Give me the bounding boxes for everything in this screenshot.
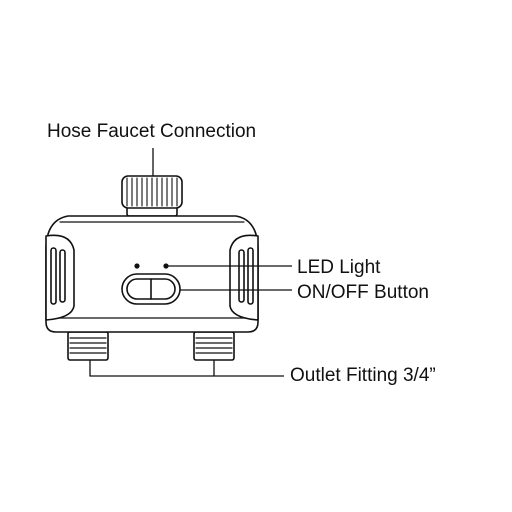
on-off-button-label: ON/OFF Button xyxy=(297,282,429,303)
left-side-grip xyxy=(45,234,75,321)
hose-faucet-connection-label: Hose Faucet Connection xyxy=(47,121,257,142)
right-side-grip xyxy=(229,234,259,321)
on-off-button[interactable] xyxy=(121,273,181,305)
right-outlet-fitting xyxy=(193,331,235,361)
led-indicator-left xyxy=(134,263,140,269)
outlet-fitting-label: Outlet Fitting 3/4” xyxy=(290,365,436,386)
left-outlet-fitting xyxy=(67,331,109,361)
outlet-fitting-leader-line xyxy=(89,360,284,377)
hose-faucet-connector xyxy=(121,175,183,217)
led-light-label: LED Light xyxy=(297,257,381,278)
